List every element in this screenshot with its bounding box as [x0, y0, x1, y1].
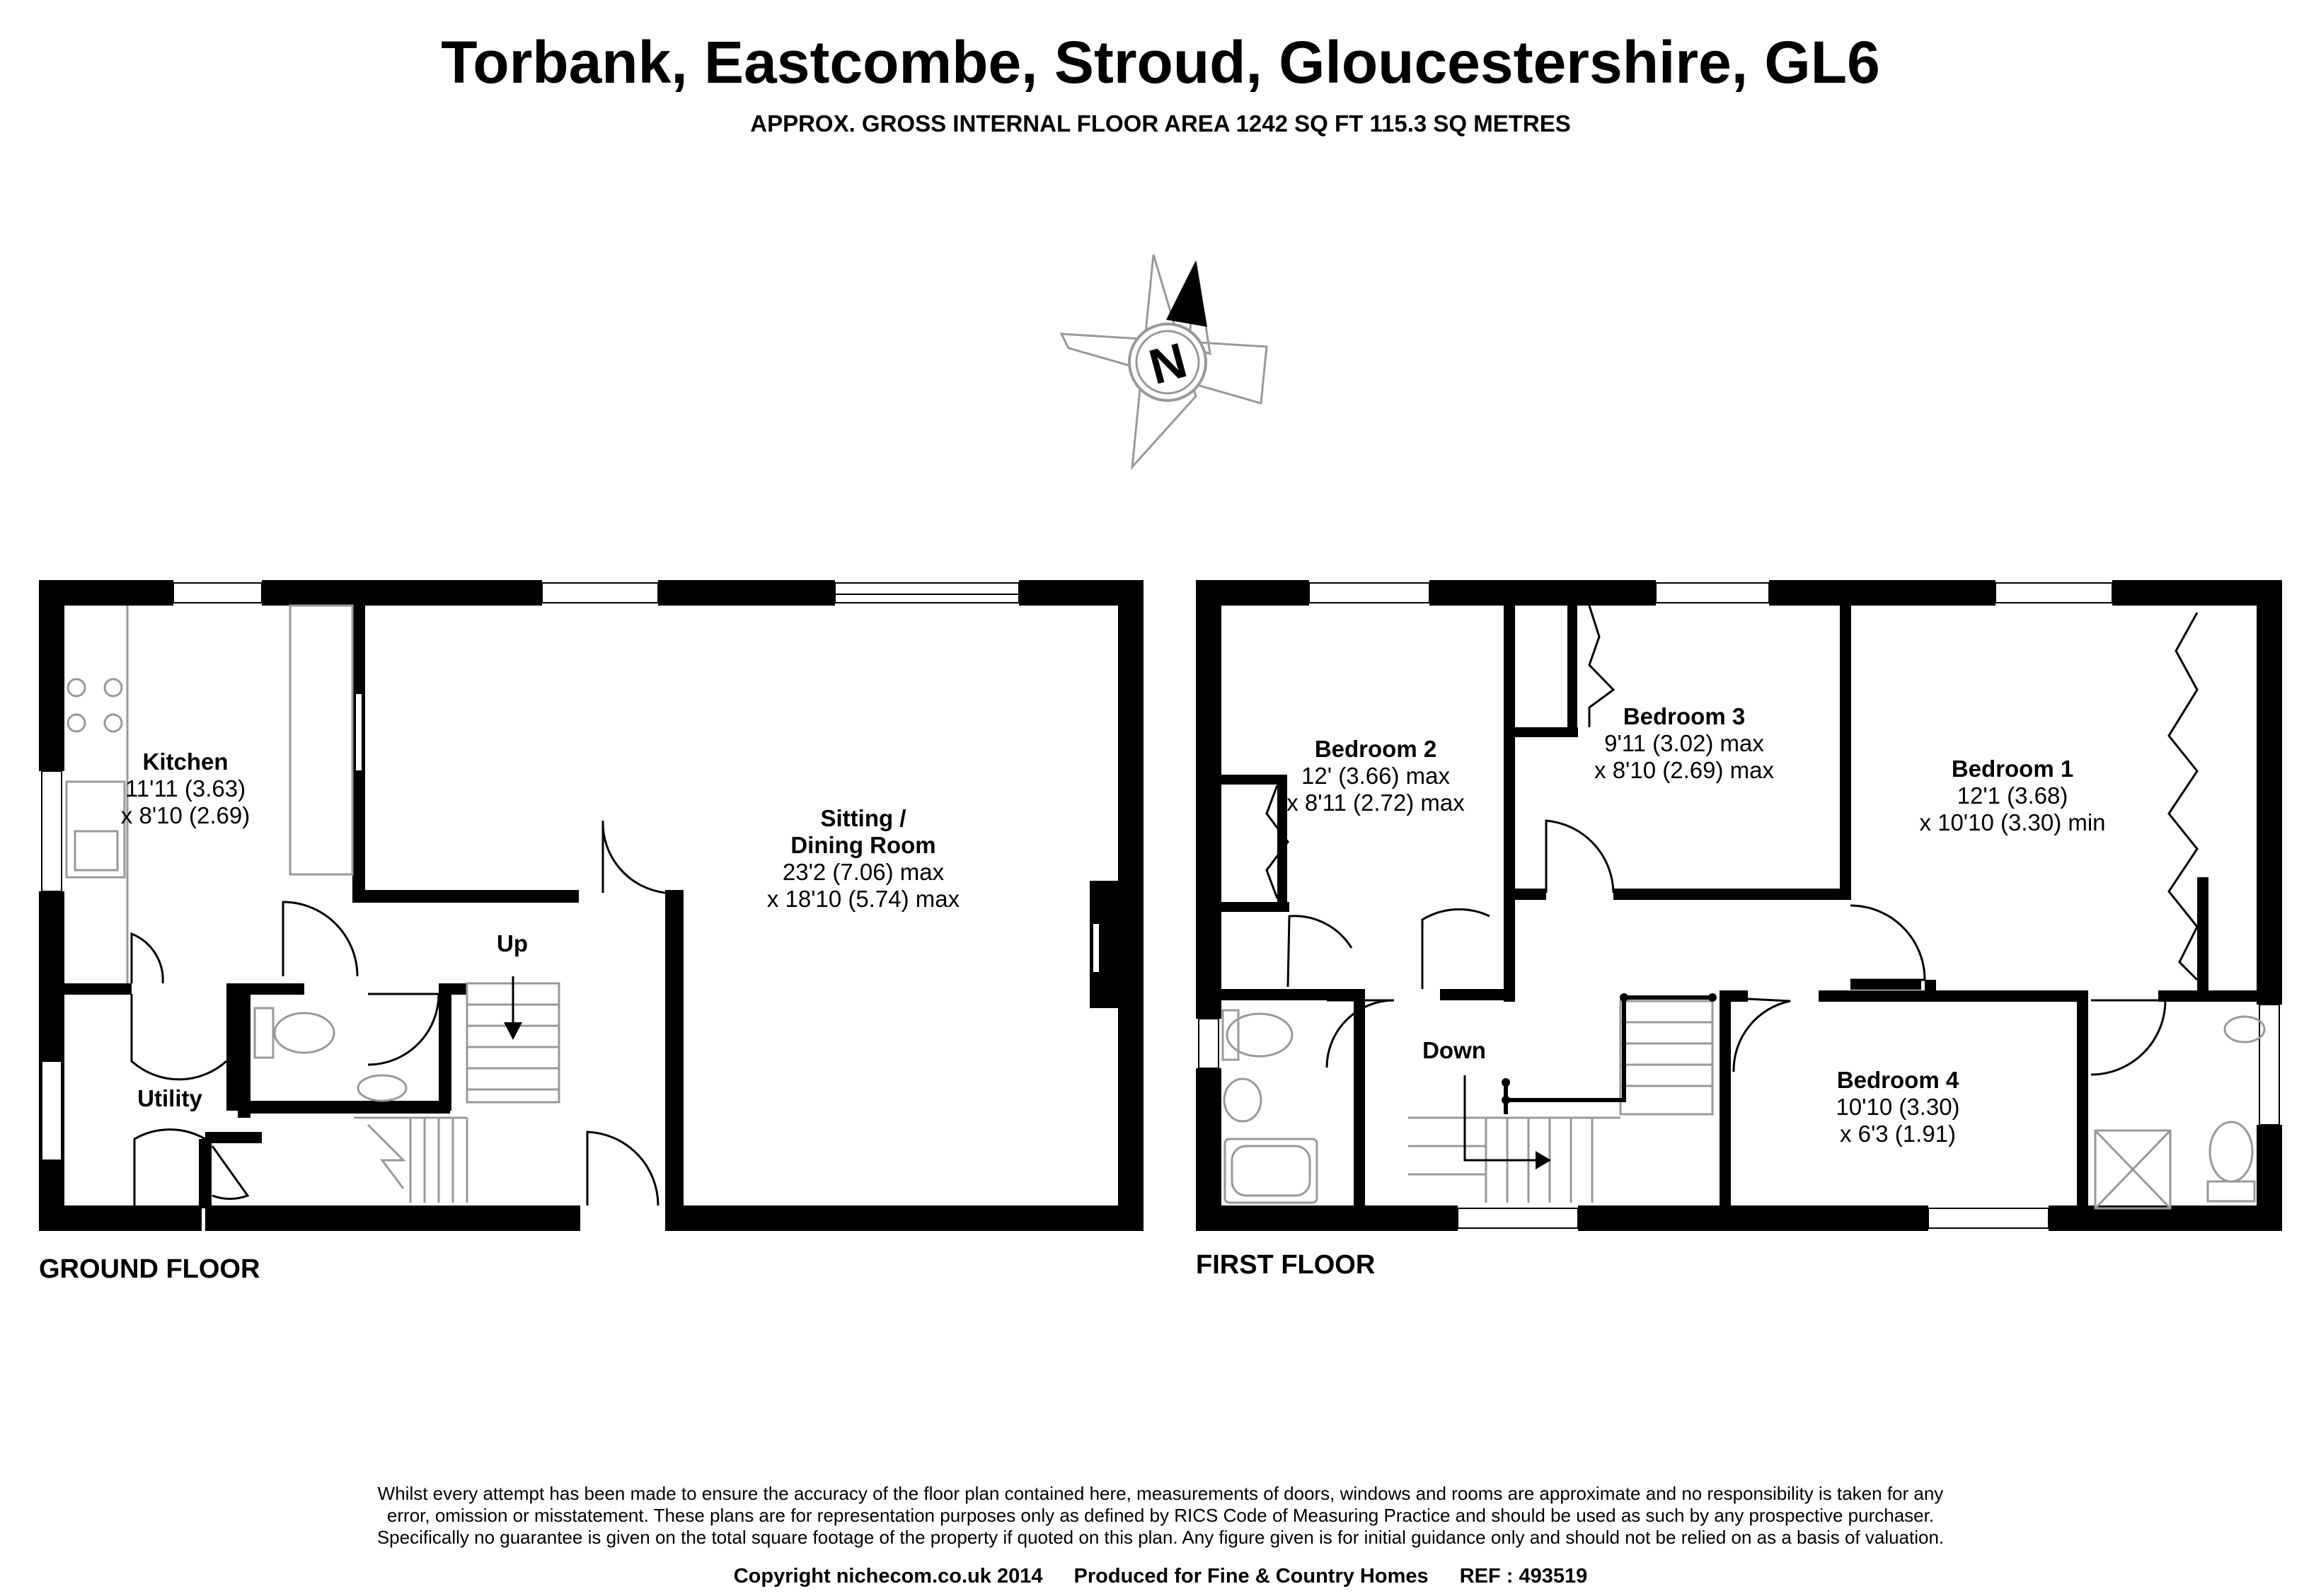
disclaimer: Whilst every attempt has been made to en…	[269, 1483, 2052, 1549]
disclaimer-line-1: Whilst every attempt has been made to en…	[377, 1483, 1944, 1504]
bedroom4-label: Bedroom 4	[1837, 1067, 1959, 1093]
copyright-text: Copyright nichecom.co.uk 2014	[733, 1565, 1043, 1588]
ground-floor-plan: Kitchen 11'11 (3.63) x 8'10 (2.69) Utili…	[39, 580, 1144, 1284]
bedroom1-dim2: x 10'10 (3.30) min	[1919, 809, 2105, 835]
bedroom3-label: Bedroom 3	[1623, 703, 1745, 729]
north-compass-icon: N	[1059, 254, 1268, 470]
kitchen-label: Kitchen	[142, 748, 228, 775]
bedroom2-label: Bedroom 2	[1315, 736, 1436, 762]
bedroom2-dim2: x 8'11 (2.72) max	[1286, 790, 1465, 816]
kitchen-dim1: 11'11 (3.63)	[125, 775, 246, 802]
kitchen-dim2: x 8'10 (2.69)	[121, 802, 250, 828]
bedroom2-dim1: 12' (3.66) max	[1301, 763, 1450, 789]
bedroom1-label: Bedroom 1	[1952, 756, 2073, 782]
first-floor-plan: Bedroom 2 12' (3.66) max x 8'11 (2.72) m…	[1196, 580, 2282, 1280]
bedroom4-dim2: x 6'3 (1.91)	[1840, 1121, 1956, 1147]
bedroom4-dim1: 10'10 (3.30)	[1836, 1094, 1959, 1120]
reference-number: REF : 493519	[1459, 1565, 1588, 1588]
copyright-bar: Copyright nichecom.co.uk 2014 Produced f…	[0, 1565, 2321, 1588]
stairs-up-label: Up	[497, 930, 528, 956]
first-floor-label: FIRST FLOOR	[1196, 1250, 1375, 1280]
sitting-label-line2: Dining Room	[790, 832, 935, 858]
stairs-down-label: Down	[1422, 1037, 1486, 1063]
sitting-dim2: x 18'10 (5.74) max	[767, 886, 960, 912]
sitting-dim1: 23'2 (7.06) max	[783, 859, 945, 885]
bedroom1-dim1: 12'1 (3.68)	[1957, 782, 2068, 809]
produced-for-text: Produced for Fine & Country Homes	[1073, 1565, 1429, 1588]
disclaimer-line-2: error, omission or misstatement. These p…	[386, 1505, 1935, 1526]
floor-area-subtitle: APPROX. GROSS INTERNAL FLOOR AREA 1242 S…	[750, 110, 1571, 137]
plan-title: Torbank, Eastcombe, Stroud, Gloucestersh…	[441, 29, 1880, 96]
utility-label: Utility	[137, 1085, 202, 1111]
sitting-label-line1: Sitting /	[821, 805, 906, 831]
bedroom3-dim2: x 8'10 (2.69) max	[1594, 757, 1774, 783]
bedroom3-dim1: 9'11 (3.02) max	[1604, 730, 1764, 756]
ground-floor-label: GROUND FLOOR	[39, 1254, 260, 1284]
disclaimer-line-3: Specifically no guarantee is given on th…	[376, 1527, 1945, 1548]
